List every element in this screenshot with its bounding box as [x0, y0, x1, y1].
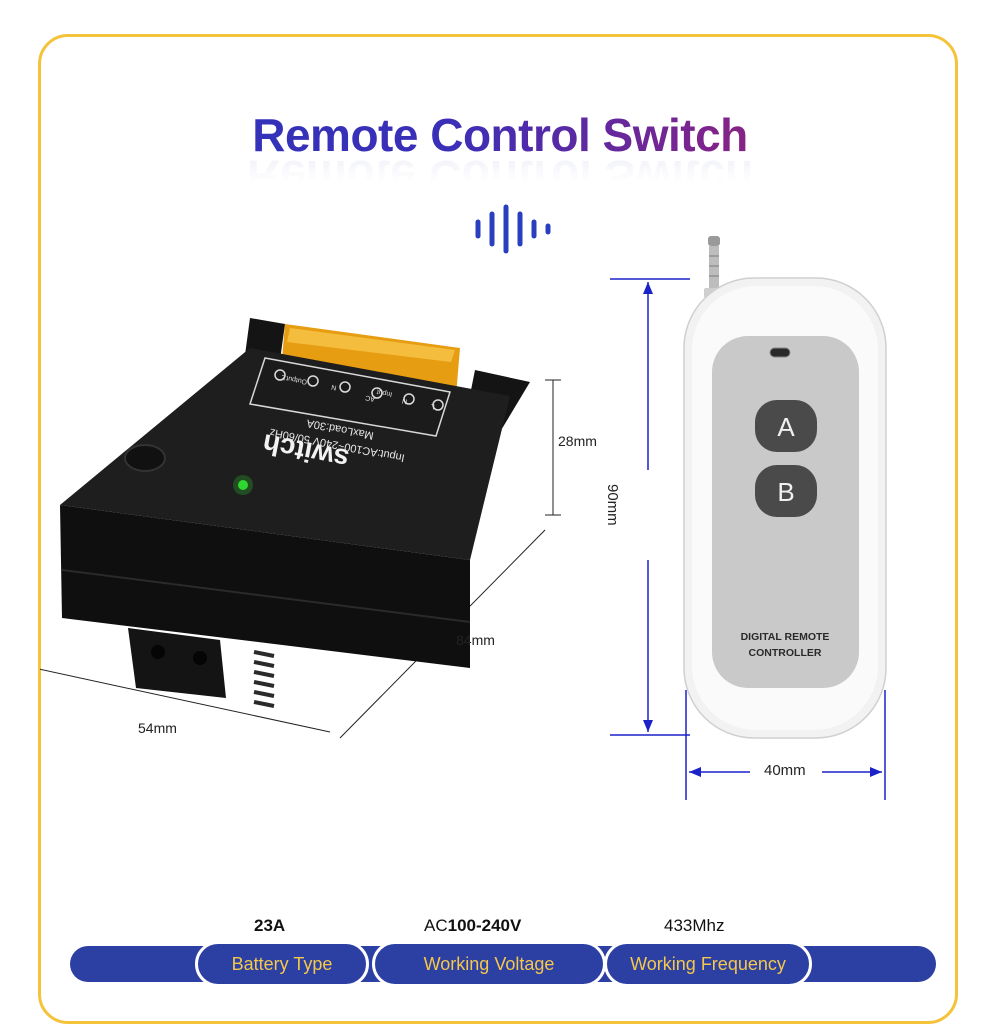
terminal-label: L	[430, 402, 435, 410]
button-a-label: A	[777, 412, 795, 442]
battery-type-pill: Battery Type	[195, 941, 369, 987]
terminal-label: Input	[376, 388, 393, 398]
working-voltage-pill: Working Voltage	[372, 941, 606, 987]
remote-controller: A B DIGITAL REMOTE CONTROLLER	[610, 236, 887, 800]
remote-label-line2: CONTROLLER	[749, 647, 822, 659]
led-indicator-icon	[238, 480, 248, 490]
receiver-unit: switch Input:AC100~240V 50/60Hz MaxLoad:…	[40, 318, 561, 739]
title-reflection: Remote Control Switch	[246, 151, 754, 203]
working-voltage-value: AC100-240V	[424, 916, 522, 935]
terminal-label: AC	[365, 394, 376, 403]
remote-width-label: 40mm	[764, 762, 806, 779]
remote-label-line1: DIGITAL REMOTE	[741, 631, 830, 643]
working-frequency-value: 433Mhz	[664, 916, 725, 935]
page-title: Remote Control Switch	[0, 108, 1000, 162]
remote-height-label: 90mm	[604, 484, 621, 526]
working-frequency-pill: Working Frequency	[604, 941, 812, 987]
terminal-label: Output	[286, 374, 308, 385]
receiver-height-label: 28mm	[558, 433, 597, 449]
terminal-label: N	[402, 397, 408, 405]
receiver-width-label: 54mm	[138, 720, 177, 736]
receiver-depth-label: 84mm	[456, 632, 495, 648]
signal-wave-icon	[475, 204, 551, 254]
remote-dimension-lines	[610, 278, 886, 800]
terminal-label: N	[331, 383, 337, 391]
button-b-label: B	[777, 477, 794, 507]
battery-type-value: 23A	[254, 916, 286, 935]
terminal-label: L	[281, 373, 286, 381]
